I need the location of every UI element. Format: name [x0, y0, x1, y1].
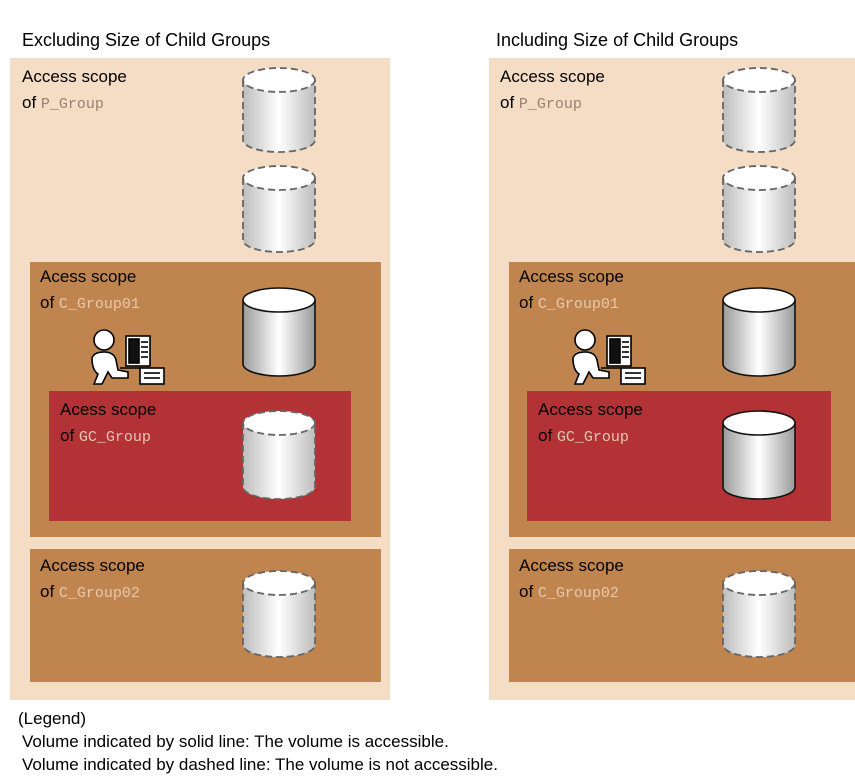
p-group-name: P_Group	[518, 96, 582, 113]
c-group02-scope-label: Access scope of C_Group02	[519, 553, 624, 607]
legend-solid-line: Volume indicated by solid line: The volu…	[22, 732, 449, 751]
volume-cylinder-solid	[722, 287, 796, 377]
gc-group-scope: Acess scope of GC_Group	[49, 391, 351, 521]
gc-group-scope-label: Access scope of GC_Group	[538, 397, 643, 451]
c-group01-scope-of: of	[519, 293, 534, 312]
c-group02-scope-of: of	[40, 582, 55, 601]
c-group01-name: C_Group01	[58, 296, 140, 313]
c-group02-scope-label: Access scope of C_Group02	[40, 553, 145, 607]
c-group01-scope: Access scope of C_Group01	[509, 262, 855, 537]
left-p-group-scope: Access scope of P_Group Acess scope of C…	[10, 58, 390, 700]
gc-group-scope-of: of	[538, 426, 553, 445]
c-group01-scope-label: Acess scope of C_Group01	[40, 264, 140, 318]
gc-group-scope: Access scope of GC_Group	[527, 391, 831, 521]
p-group-scope-of: of	[22, 93, 37, 112]
volume-cylinder-dashed	[242, 165, 316, 253]
c-group02-name: C_Group02	[537, 585, 619, 602]
c-group01-scope-line1: Access scope	[519, 267, 624, 286]
c-group01-scope-of: of	[40, 293, 55, 312]
user-at-computer-icon	[91, 329, 165, 385]
c-group02-scope-line1: Access scope	[40, 556, 145, 575]
gc-group-scope-label: Acess scope of GC_Group	[60, 397, 156, 451]
c-group01-scope-line1: Acess scope	[40, 267, 137, 286]
gc-group-scope-line1: Acess scope	[60, 400, 157, 419]
volume-cylinder-dashed	[242, 570, 316, 658]
volume-cylinder-solid	[242, 287, 316, 377]
p-group-scope-label: Access scope of P_Group	[22, 64, 127, 118]
gc-group-name: GC_Group	[556, 429, 629, 446]
c-group02-scope-of: of	[519, 582, 534, 601]
volume-cylinder-dashed	[242, 410, 316, 500]
user-at-computer-icon	[572, 329, 646, 385]
volume-cylinder-dashed	[722, 165, 796, 253]
gc-group-name: GC_Group	[78, 429, 151, 446]
right-panel-title: Including Size of Child Groups	[496, 30, 739, 50]
gc-group-scope-line1: Access scope	[538, 400, 643, 419]
c-group01-scope-label: Access scope of C_Group01	[519, 264, 624, 318]
legend-dashed-line: Volume indicated by dashed line: The vol…	[22, 755, 498, 774]
c-group01-name: C_Group01	[537, 296, 619, 313]
c-group02-name: C_Group02	[58, 585, 140, 602]
left-panel-title: Excluding Size of Child Groups	[22, 30, 271, 50]
volume-cylinder-dashed	[242, 67, 316, 153]
p-group-scope-label: Access scope of P_Group	[500, 64, 605, 118]
p-group-name: P_Group	[40, 96, 104, 113]
c-group02-scope: Access scope of C_Group02	[30, 549, 381, 682]
gc-group-scope-of: of	[60, 426, 75, 445]
c-group01-scope: Acess scope of C_Group01	[30, 262, 381, 537]
volume-cylinder-solid	[722, 410, 796, 500]
c-group02-scope-line1: Access scope	[519, 556, 624, 575]
legend-title: (Legend)	[18, 709, 87, 728]
legend: (Legend) Volume indicated by solid line:…	[18, 707, 498, 776]
p-group-scope-line1: Access scope	[500, 67, 605, 86]
p-group-scope-line1: Access scope	[22, 67, 127, 86]
right-p-group-scope: Access scope of P_Group Access scope of …	[489, 58, 855, 700]
c-group02-scope: Access scope of C_Group02	[509, 549, 855, 682]
volume-cylinder-dashed	[722, 67, 796, 153]
volume-cylinder-dashed	[722, 570, 796, 658]
p-group-scope-of: of	[500, 93, 515, 112]
